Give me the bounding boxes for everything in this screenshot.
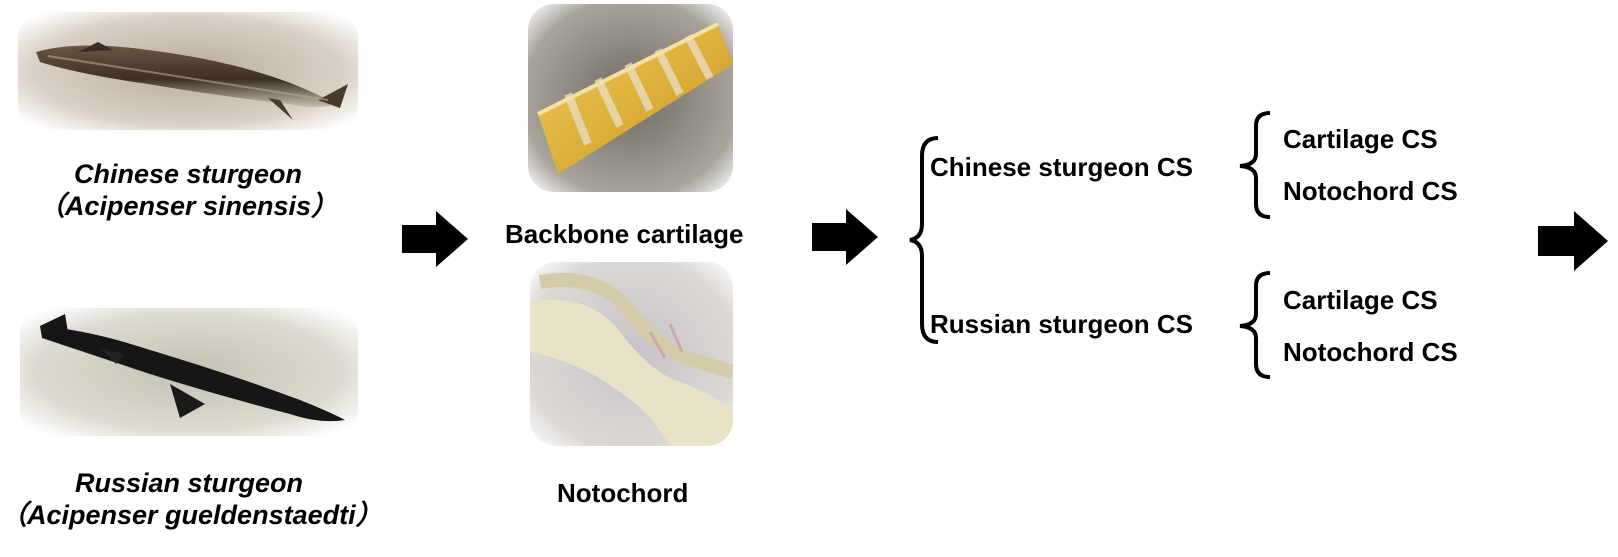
russian-sturgeon-cs-label: Russian sturgeon CS: [930, 309, 1193, 339]
notochord-photo: [530, 262, 733, 446]
notochord-label: Notochord: [557, 478, 688, 508]
russian-sturgeon-common-name: Russian sturgeon: [0, 467, 378, 499]
chinese-sturgeon-photo: [18, 12, 358, 130]
chinese-cartilage-cs-label: Cartilage CS: [1283, 124, 1438, 154]
russian-sturgeon-photo: [20, 308, 358, 436]
chinese-sturgeon-scientific-name: （Acipenser sinensis）: [18, 190, 358, 222]
russian-sturgeon-scientific-name: （Acipenser gueldenstaedti）: [0, 499, 378, 531]
chinese-sturgeon-common-name: Chinese sturgeon: [18, 158, 358, 190]
curly-brace-icon: [1236, 110, 1274, 220]
right-arrow-icon: [812, 209, 878, 265]
right-arrow-icon: [1538, 211, 1618, 271]
backbone-cartilage-label: Backbone cartilage: [505, 219, 743, 249]
curly-brace-icon: [1236, 270, 1274, 380]
right-arrow-icon: [402, 211, 468, 267]
russian-notochord-cs-label: Notochord CS: [1283, 337, 1458, 367]
backbone-cartilage-photo: [528, 4, 733, 192]
chinese-notochord-cs-label: Notochord CS: [1283, 176, 1458, 206]
russian-cartilage-cs-label: Cartilage CS: [1283, 285, 1438, 315]
chinese-sturgeon-cs-label: Chinese sturgeon CS: [930, 152, 1193, 182]
chinese-sturgeon-caption: Chinese sturgeon （Acipenser sinensis）: [18, 158, 358, 222]
russian-sturgeon-caption: Russian sturgeon （Acipenser gueldenstaed…: [0, 467, 378, 531]
